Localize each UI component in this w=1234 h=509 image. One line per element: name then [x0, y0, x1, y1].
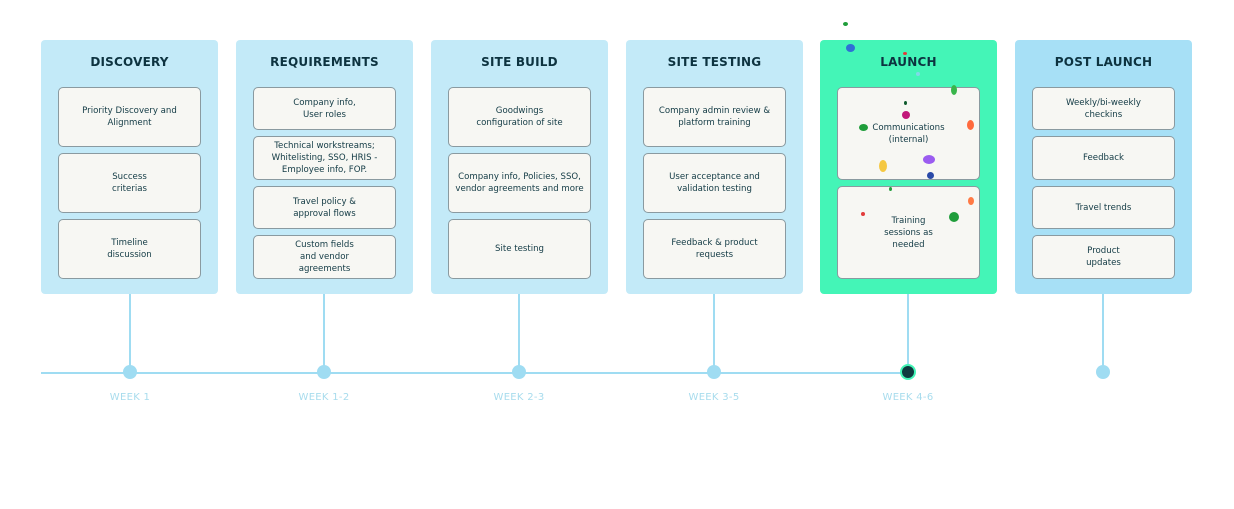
task-card: Priority Discovery and Alignment	[58, 87, 201, 147]
phase-connector	[713, 294, 715, 372]
timeline-dot	[123, 365, 137, 379]
week-label: WEEK 1-2	[298, 392, 350, 403]
phase-site-build: SITE BUILD Goodwings configuration of si…	[431, 40, 608, 294]
phase-title: POST LAUNCH	[1054, 55, 1153, 69]
task-card: Travel trends	[1032, 186, 1175, 229]
phase-discovery: DISCOVERY Priority Discovery and Alignme…	[41, 40, 218, 294]
phase-connector	[907, 294, 909, 372]
phase-connector	[129, 294, 131, 372]
timeline-dot	[707, 365, 721, 379]
phase-title: SITE TESTING	[667, 55, 762, 69]
task-card: Communications (internal)	[837, 87, 980, 180]
task-card: Company info, User roles	[253, 87, 396, 130]
phase-post-launch: POST LAUNCH Weekly/bi-weekly checkins Fe…	[1015, 40, 1192, 294]
phase-connector	[323, 294, 325, 372]
phase-title: DISCOVERY	[90, 55, 169, 69]
task-card: Technical workstreams; Whitelisting, SSO…	[253, 136, 396, 180]
task-card: Goodwings configuration of site	[448, 87, 591, 147]
task-card: Feedback & product requests	[643, 219, 786, 279]
task-card: Weekly/bi-weekly checkins	[1032, 87, 1175, 130]
phase-title: SITE BUILD	[481, 55, 558, 69]
task-card: Company info, Policies, SSO, vendor agre…	[448, 153, 591, 213]
timeline-line	[41, 372, 908, 374]
task-card: User acceptance and validation testing	[643, 153, 786, 213]
phase-requirements: REQUIREMENTS Company info, User roles Te…	[236, 40, 413, 294]
week-label: WEEK 1	[109, 392, 151, 403]
timeline-dot	[1096, 365, 1110, 379]
week-label: WEEK 4-6	[882, 392, 934, 403]
task-card: Custom fields and vendor agreements	[253, 235, 396, 279]
task-card: Site testing	[448, 219, 591, 279]
task-card: Travel policy & approval flows	[253, 186, 396, 229]
phase-connector	[518, 294, 520, 372]
task-card: Company admin review & platform training	[643, 87, 786, 147]
week-label: WEEK 2-3	[493, 392, 545, 403]
phase-launch: LAUNCH Communications (internal) Trainin…	[820, 40, 997, 294]
phase-title: REQUIREMENTS	[270, 55, 379, 69]
task-card: Timeline discussion	[58, 219, 201, 279]
task-card: Training sessions as needed	[837, 186, 980, 279]
timeline-dot	[512, 365, 526, 379]
task-card: Feedback	[1032, 136, 1175, 180]
task-card: Success criterias	[58, 153, 201, 213]
timeline-dot-current	[900, 364, 916, 380]
timeline-dot	[317, 365, 331, 379]
task-card: Product updates	[1032, 235, 1175, 279]
phase-connector	[1102, 294, 1104, 372]
week-label: WEEK 3-5	[688, 392, 740, 403]
phase-site-testing: SITE TESTING Company admin review & plat…	[626, 40, 803, 294]
phase-title: LAUNCH	[880, 55, 937, 69]
